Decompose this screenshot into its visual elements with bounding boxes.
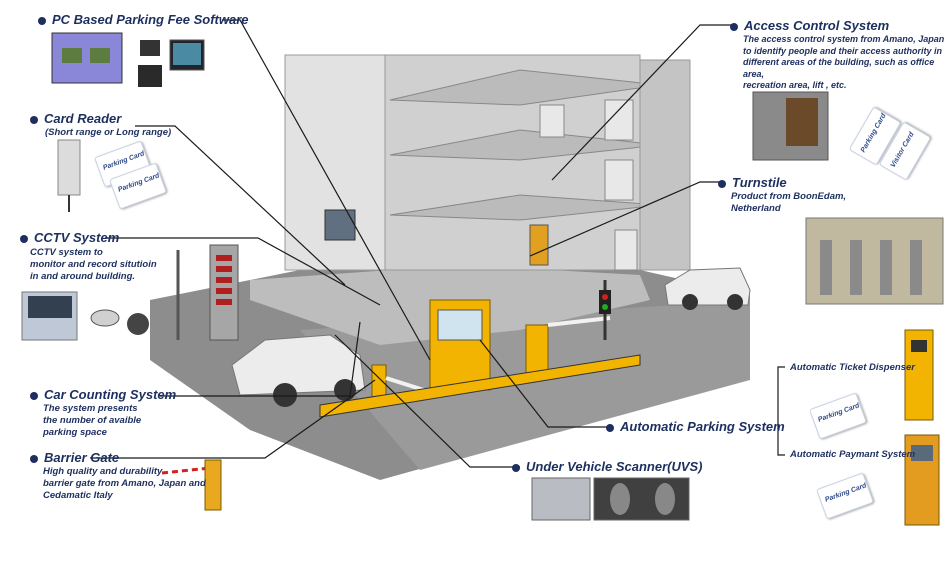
road-lane: [300, 300, 750, 470]
access-sub-line-4: recreation area, lift , etc.: [743, 80, 847, 90]
uvs-images: [531, 477, 690, 521]
traffic-island: [319, 354, 641, 418]
label-uvs-text: Under Vehicle Scanner(UVS): [526, 459, 703, 474]
cctv-sub: CCTV system to monitor and record situti…: [30, 247, 157, 283]
parking-card-text-2: Parking Card: [117, 172, 161, 194]
label-cctv: CCTV System: [20, 230, 119, 245]
label-uvs: Under Vehicle Scanner(UVS): [512, 459, 703, 474]
turnstile-image: [805, 217, 944, 305]
label-card-reader: Card Reader: [30, 111, 121, 126]
access-sub-line-2: to identify people and their access auth…: [743, 45, 943, 56]
label-access: Access Control System: [730, 18, 889, 33]
label-pc-software: PC Based Parking Fee Software: [38, 12, 249, 27]
turnstile-sub: Product from BoonEdam, Netherland: [731, 191, 846, 215]
car-counting-sub-line-1: The system presents: [43, 403, 138, 414]
access-sub-line-3: different areas of the building, such as…: [743, 57, 935, 79]
card-reader-image: [57, 139, 81, 212]
parking-card-text-5: Parking Card: [824, 482, 868, 504]
turnstile-sub-line-2: Netherland: [731, 203, 781, 214]
label-aps-text: Automatic Parking System: [620, 419, 785, 434]
car-counting-sub-line-2: the number of avaible: [43, 415, 142, 426]
card-reader-sub: (Short range or Long range): [45, 127, 172, 138]
label-car-counting-text: Car Counting System: [44, 387, 177, 402]
label-turnstile-text: Turnstile: [732, 175, 787, 190]
car-counting-sub-line-3: parking space: [43, 427, 107, 438]
label-turnstile: Turnstile: [718, 175, 787, 190]
label-payment: Automatic Paymant System: [790, 449, 916, 460]
barrier-gate-image: [161, 459, 222, 511]
car-back: [664, 267, 751, 310]
label-barrier: Barrier Gate: [30, 450, 119, 465]
barrier-sub: High quality and durability barrier gate…: [43, 466, 206, 502]
label-aps: Automatic Parking System: [606, 419, 785, 434]
leader-lines: [90, 19, 785, 468]
cctv-sub-line-2: monitor and record situtioin: [30, 259, 157, 270]
label-car-counting: Car Counting System: [30, 387, 176, 402]
label-barrier-text: Barrier Gate: [44, 450, 120, 465]
ticket-dispenser-image: [904, 329, 934, 421]
building: [284, 54, 691, 271]
turnstile-sub-line-1: Product from BoonEdam,: [731, 191, 847, 202]
label-pc-software-text: PC Based Parking Fee Software: [52, 12, 249, 27]
traffic-light: [599, 280, 611, 340]
car-counting-sub: The system presents the number of avaibl…: [43, 403, 141, 439]
barrier-sub-line-3: Cedamatic Italy: [43, 490, 113, 501]
cctv-sub-line-1: CCTV system to: [30, 247, 103, 258]
access-sub-line-1: The access control system from Amano, Ja…: [743, 34, 945, 44]
payment-machine-image: [904, 434, 940, 526]
label-cctv-text: CCTV System: [34, 230, 120, 245]
visitor-card-text: Visitor Card: [889, 131, 916, 169]
access-control-image: [752, 91, 829, 161]
label-ticket: Automatic Ticket Dispenser: [790, 362, 915, 373]
barrier-arm-2: [547, 316, 611, 327]
counter-leds: [216, 255, 232, 305]
access-sub: The access control system from Amano, Ja…: [743, 34, 952, 92]
barrier-sub-line-1: High quality and durability: [43, 466, 163, 477]
cctv-sub-line-3: in and around building.: [30, 271, 136, 282]
cctv-image: [21, 291, 149, 341]
payment-kiosk: [529, 224, 549, 266]
barrier-sub-line-2: barrier gate from Amano, Japan and: [43, 478, 206, 489]
cctv-wall: [324, 209, 356, 241]
pc-software-image: [51, 32, 205, 87]
parking-card-text-4: Parking Card: [817, 402, 861, 424]
parking-booth: [429, 299, 549, 391]
label-card-reader-text: Card Reader: [44, 111, 122, 126]
label-access-text: Access Control System: [744, 18, 890, 33]
